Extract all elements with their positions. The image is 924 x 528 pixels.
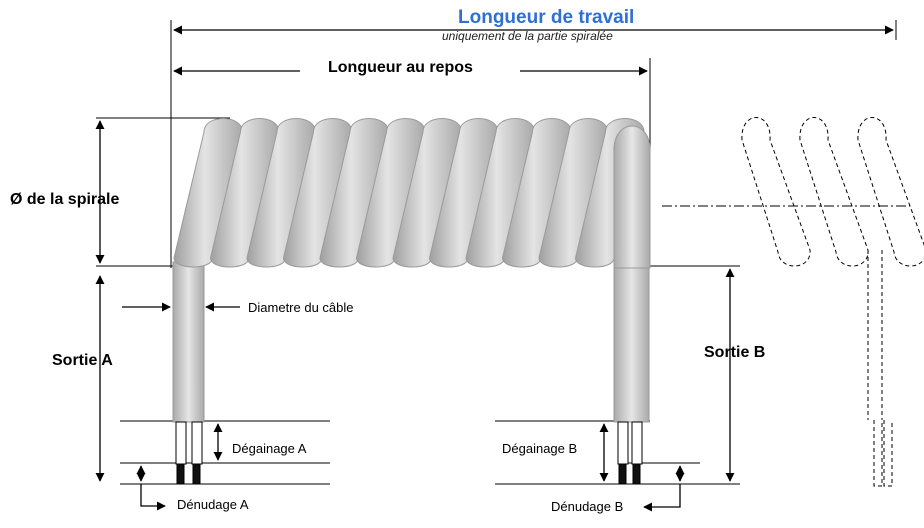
label-outlet-a: Sortie A [52, 352, 113, 369]
subtitle-spiral-only: uniquement de la partie spiralée [442, 29, 613, 43]
extended-coil-ghost [741, 117, 924, 487]
dimension-arrows [95, 25, 894, 512]
stripping-wire-a-leader [140, 484, 166, 511]
label-stripping-wire-a: Dénudage A [177, 497, 249, 512]
label-outlet-b: Sortie B [704, 344, 766, 361]
coil-turn [613, 125, 651, 269]
label-stripping-wire-b: Dénudage B [551, 499, 624, 514]
lead-b [613, 261, 650, 485]
ghost-lead [867, 250, 893, 487]
label-length-at-rest: Longueur au repos [328, 59, 473, 76]
label-stripping-sheath-b: Dégainage B [502, 441, 578, 456]
label-stripping-sheath-a: Dégainage A [232, 441, 307, 456]
label-spiral-diameter: Ø de la spirale [10, 191, 120, 208]
ghost-turn [799, 117, 869, 267]
label-cable-diameter: Diametre du câble [248, 300, 354, 315]
ghost-turn [857, 117, 924, 267]
stripping-wire-b-leader [643, 484, 681, 512]
coil-turns [173, 118, 651, 269]
ghost-turn [741, 117, 811, 267]
title-working-length: Longueur de travail [458, 7, 635, 28]
lead-a [172, 261, 205, 485]
